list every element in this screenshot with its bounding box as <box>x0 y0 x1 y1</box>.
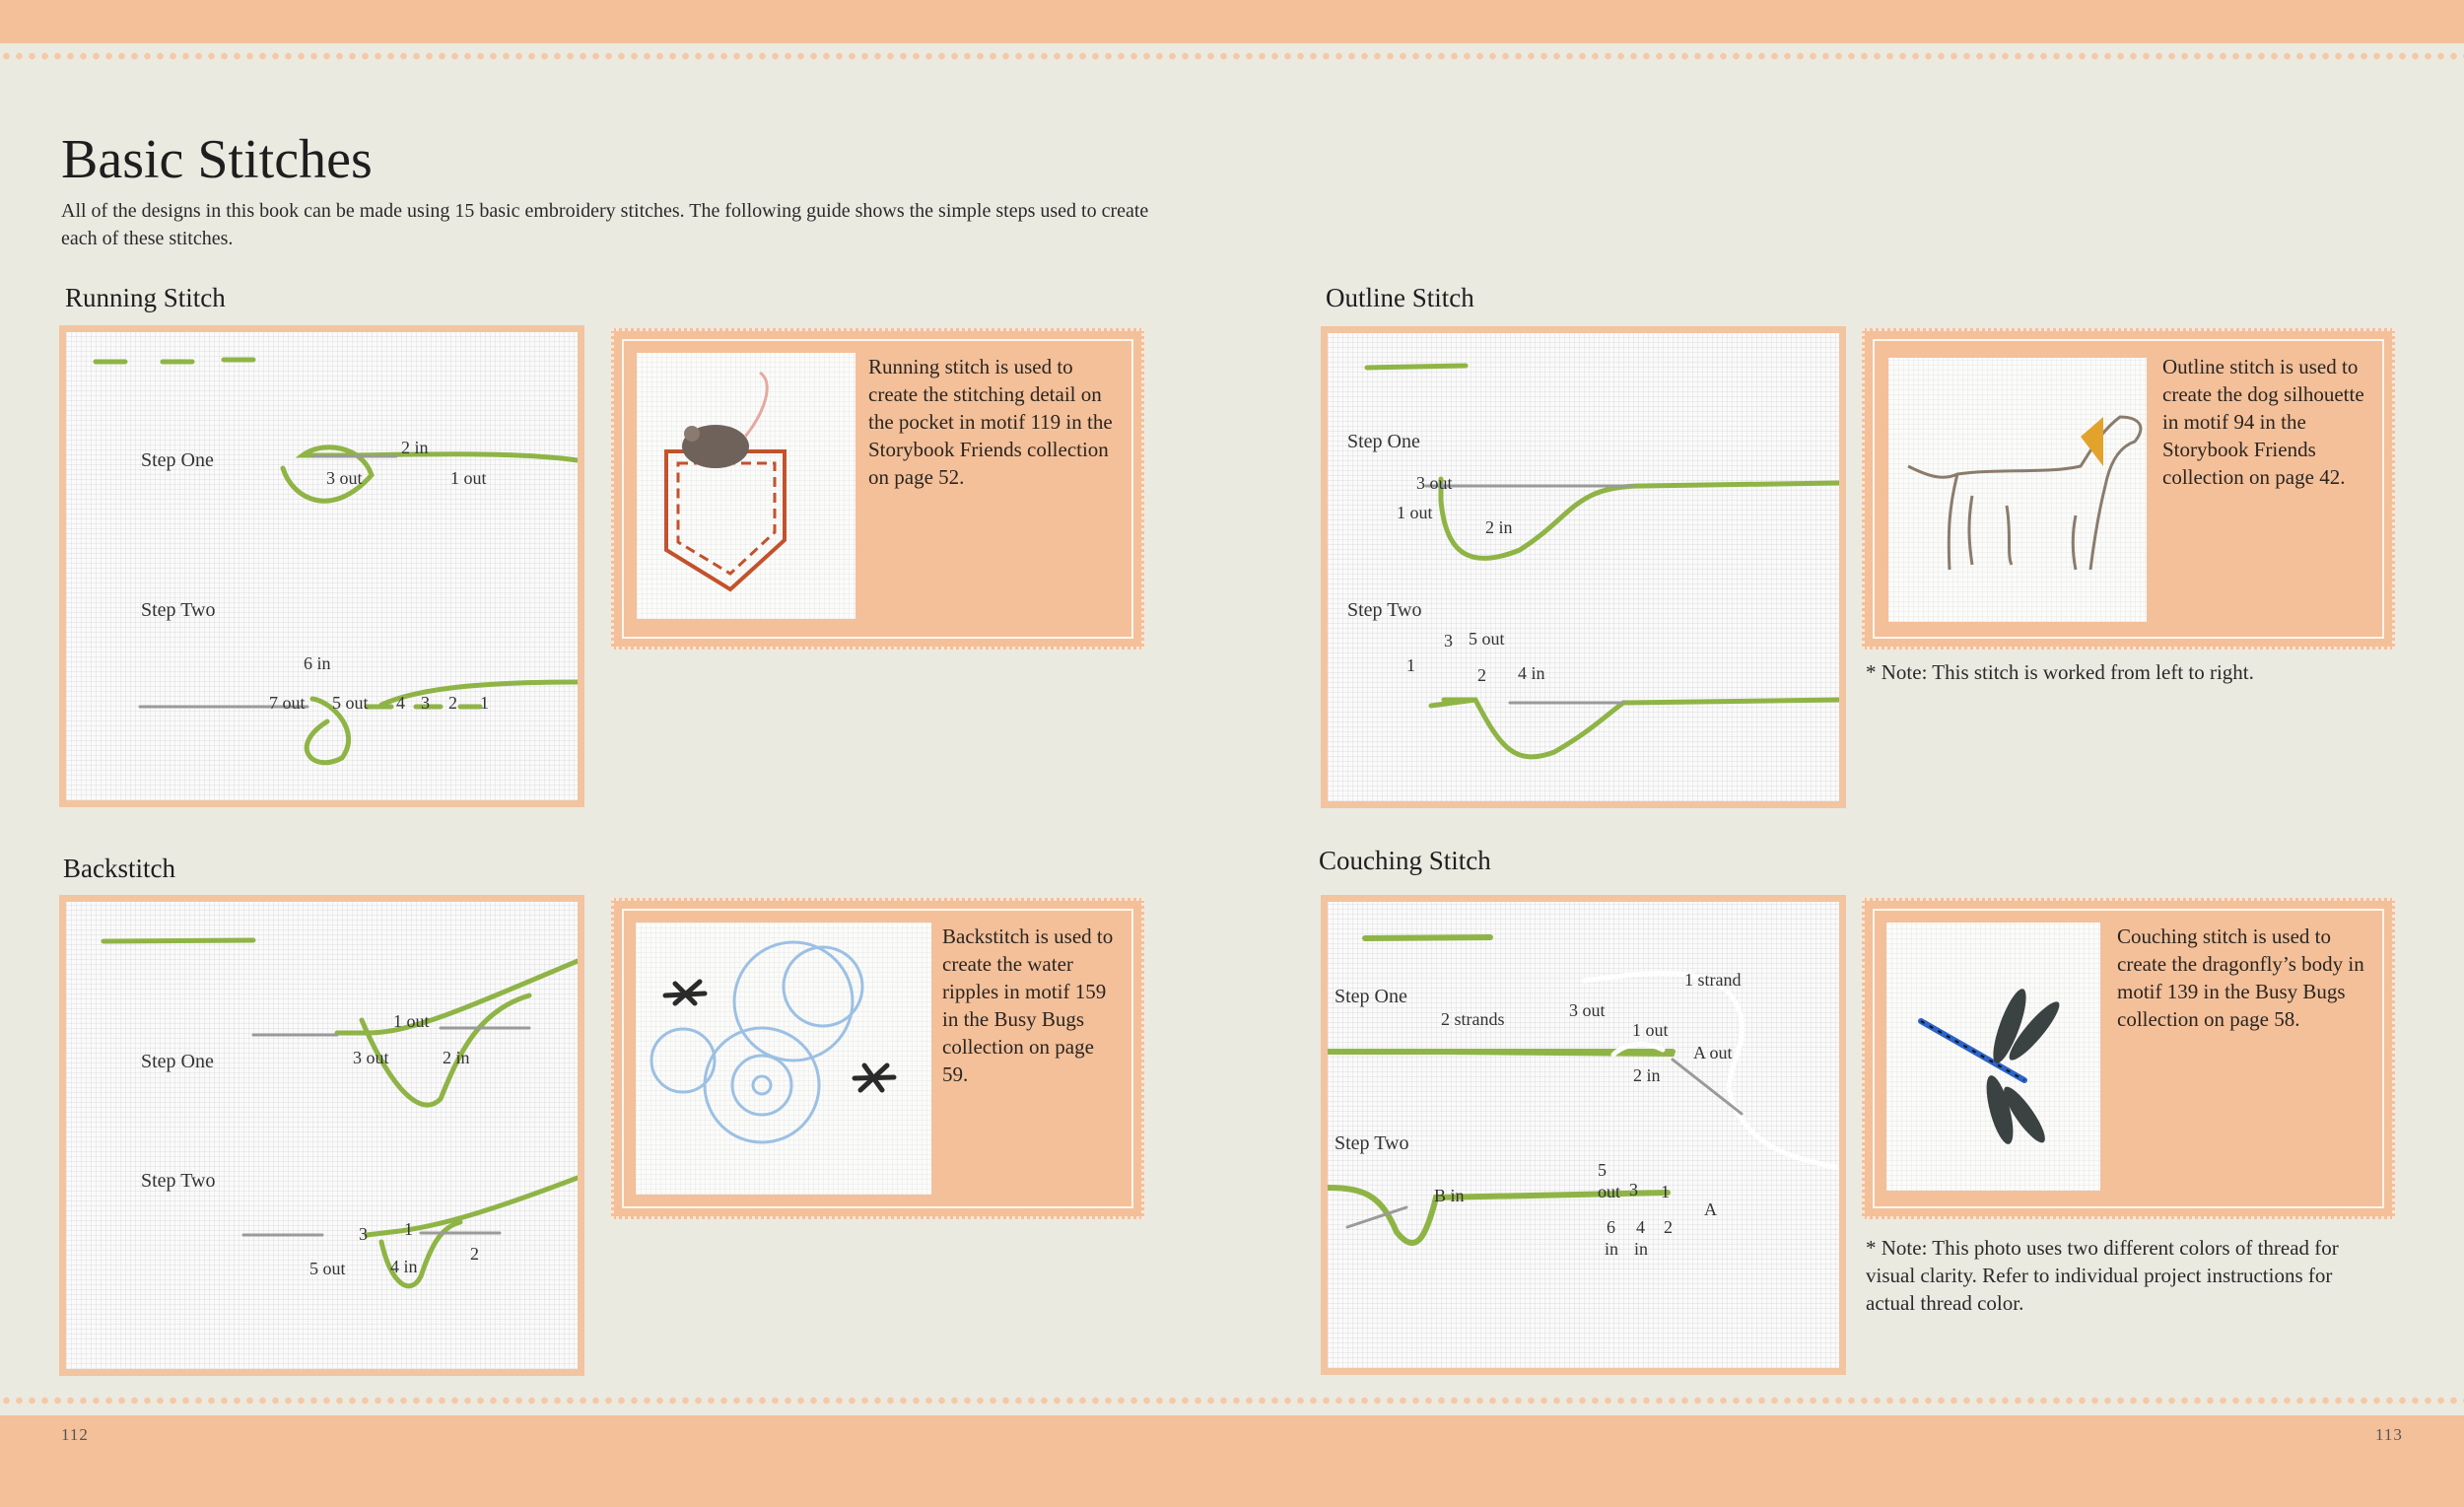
backstitch-label-5out: 5 out <box>309 1259 346 1278</box>
couching-label-a: A <box>1704 1199 1717 1219</box>
running-label-1: 1 <box>480 693 489 713</box>
couching-label-2: 2 <box>1664 1217 1673 1237</box>
outline-label-1out: 1 out <box>1397 503 1433 522</box>
backstitch-photo: Step One Step Two 1 out 3 out 2 in 3 1 2… <box>59 895 584 1376</box>
outline-info-box: Outline stitch is used to create the dog… <box>1862 328 2395 650</box>
backstitch-title: Backstitch <box>63 854 175 883</box>
running-info-text: Running stitch is used to create the sti… <box>868 355 1113 489</box>
running-label-2in: 2 in <box>401 438 429 457</box>
couching-step-two-label: Step Two <box>1335 1132 1409 1154</box>
backstitch-label-3out: 3 out <box>353 1048 389 1067</box>
outline-label-3out: 3 out <box>1416 473 1453 493</box>
couching-stitch-diagram <box>1328 934 1839 1246</box>
top-dotted-border <box>0 49 2464 63</box>
couching-label-in-2: in <box>1634 1239 1649 1259</box>
couching-label-5: 5 <box>1598 1160 1607 1180</box>
couching-label-4: 4 <box>1636 1217 1645 1237</box>
couching-label-2-strands: 2 strands <box>1441 1009 1505 1029</box>
top-band <box>0 0 2464 43</box>
outline-stitch-title: Outline Stitch <box>1326 283 1474 312</box>
couching-info-text: Couching stitch is used to create the dr… <box>2117 925 2364 1031</box>
backstitch-label-4in: 4 in <box>390 1257 418 1276</box>
backstitch-diagram <box>101 937 578 1289</box>
running-step-one-label: Step One <box>141 449 214 471</box>
couching-label-1out: 1 out <box>1632 1020 1669 1040</box>
outline-step-one-label: Step One <box>1347 431 1420 452</box>
couching-note: * Note: This photo uses two different co… <box>1866 1236 2339 1315</box>
couching-label-1-strand: 1 strand <box>1684 970 1742 990</box>
running-label-3: 3 <box>421 693 430 713</box>
backstitch-step-one-label: Step One <box>141 1051 214 1072</box>
backstitch-info-text: Backstitch is used to create the water r… <box>942 925 1114 1086</box>
couching-label-1: 1 <box>1661 1182 1670 1201</box>
couching-label-out: out <box>1598 1182 1621 1201</box>
running-label-2: 2 <box>448 693 457 713</box>
outline-label-1: 1 <box>1406 655 1415 675</box>
outline-label-3: 3 <box>1444 631 1453 651</box>
outline-stitch-diagram <box>1364 363 1839 760</box>
running-label-7out: 7 out <box>269 693 306 713</box>
backstitch-label-2in: 2 in <box>443 1048 470 1067</box>
outline-label-4in: 4 in <box>1518 663 1545 683</box>
outline-note: * Note: This stitch is worked from left … <box>1866 660 2254 684</box>
running-label-3out: 3 out <box>326 468 363 488</box>
running-label-5out: 5 out <box>332 693 369 713</box>
couching-stitch-title: Couching Stitch <box>1319 846 1491 875</box>
outline-stitch-photo: Step One Step Two 3 out 1 out 2 in 3 5 o… <box>1321 326 1846 808</box>
outline-step-two-label: Step Two <box>1347 599 1422 621</box>
couching-label-3out: 3 out <box>1569 1000 1606 1020</box>
bottom-dotted-border <box>0 1394 2464 1407</box>
dog-silhouette-image <box>1888 358 2147 622</box>
bottom-band <box>0 1415 2464 1507</box>
outline-label-2: 2 <box>1477 665 1486 685</box>
running-stitch-photo: Step One Step Two 2 in 3 out 1 out 6 in … <box>59 325 584 807</box>
running-step-two-label: Step Two <box>141 599 216 621</box>
backstitch-label-1out: 1 out <box>393 1011 430 1031</box>
couching-label-b-in: B in <box>1434 1186 1465 1205</box>
couching-label-2in: 2 in <box>1633 1065 1661 1085</box>
backstitch-label-3: 3 <box>359 1224 368 1244</box>
running-label-1out: 1 out <box>450 468 487 488</box>
couching-label-6: 6 <box>1607 1217 1615 1237</box>
running-stitch-diagram <box>93 357 578 766</box>
page-number-left: 112 <box>61 1425 89 1444</box>
couching-label-in-1: in <box>1605 1239 1619 1259</box>
page-number-right: 113 <box>2375 1425 2403 1444</box>
outline-info-text: Outline stitch is used to create the dog… <box>2162 355 2364 489</box>
outline-label-2in: 2 in <box>1485 517 1513 537</box>
couching-info-box: Couching stitch is used to create the dr… <box>1862 898 2395 1219</box>
running-label-4: 4 <box>396 693 405 713</box>
pocket-mouse-image <box>637 353 856 619</box>
backstitch-step-two-label: Step Two <box>141 1170 216 1192</box>
dragonfly-image <box>1886 923 2100 1191</box>
running-stitch-title: Running Stitch <box>65 283 226 312</box>
couching-label-a-out: A out <box>1693 1043 1733 1062</box>
page-title: Basic Stitches <box>61 129 373 190</box>
couching-label-3: 3 <box>1629 1180 1638 1199</box>
intro-paragraph: All of the designs in this book can be m… <box>61 200 1149 249</box>
backstitch-label-2: 2 <box>470 1244 479 1264</box>
couching-stitch-photo: Step One Step Two 1 strand 2 strands 3 o… <box>1321 895 1846 1375</box>
backstitch-label-1: 1 <box>404 1219 413 1239</box>
backstitch-info-box: Backstitch is used to create the water r… <box>611 898 1144 1219</box>
running-label-6in: 6 in <box>304 653 331 673</box>
water-ripples-image <box>636 923 931 1195</box>
running-info-box: Running stitch is used to create the sti… <box>611 328 1144 650</box>
outline-label-5out: 5 out <box>1469 629 1505 649</box>
couching-step-one-label: Step One <box>1335 986 1407 1007</box>
